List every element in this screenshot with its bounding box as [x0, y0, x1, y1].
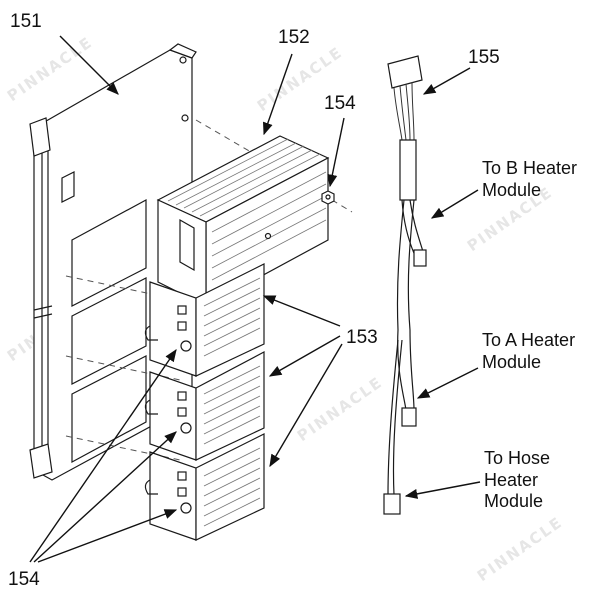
callout-151: 151: [10, 11, 42, 32]
label-a-heater-module: To A Heater Module: [482, 330, 576, 372]
heater-module-upper: [144, 263, 265, 377]
callout-155: 155: [468, 47, 500, 68]
heater-module-lower: [144, 433, 265, 541]
leader-arrows: [29, 35, 481, 563]
top-module-152: [156, 135, 330, 308]
callout-154-top: 154: [324, 93, 356, 114]
heater-module-middle: [144, 351, 265, 461]
callout-153: 153: [346, 327, 378, 348]
nut-154: [321, 190, 335, 205]
callout-152: 152: [278, 27, 310, 48]
wire-harness-155: [383, 55, 427, 515]
label-b-heater-module: To B Heater Module: [482, 158, 578, 200]
callout-154-bottom: 154: [8, 569, 40, 590]
label-hose-heater-module: To Hose Heater Module: [484, 448, 551, 512]
